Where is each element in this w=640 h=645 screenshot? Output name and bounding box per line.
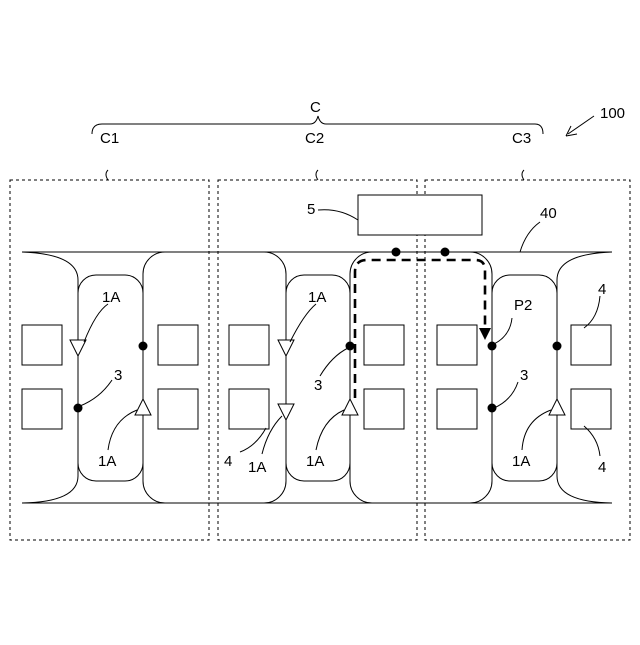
controller-box	[358, 195, 482, 235]
station-label: 4	[224, 453, 232, 470]
leader-1a	[316, 410, 344, 450]
leader-4	[584, 296, 600, 328]
leader-1a	[108, 410, 137, 450]
station-box	[22, 325, 62, 365]
sensor-label: 1A	[102, 289, 120, 306]
station-box	[364, 389, 404, 429]
cell-label-c2: C2	[305, 130, 324, 147]
station-box	[571, 389, 611, 429]
station-label: 4	[598, 459, 606, 476]
leader-3	[494, 382, 518, 408]
station-box	[22, 389, 62, 429]
sensor-triangle-up	[549, 399, 565, 415]
station-box	[158, 325, 198, 365]
sensor-label: 1A	[248, 459, 266, 476]
branch-label: 3	[520, 367, 528, 384]
branch-dot	[553, 342, 562, 351]
station-box	[158, 389, 198, 429]
rail-dot	[441, 248, 450, 257]
branch-dot	[74, 404, 83, 413]
station-label: 4	[598, 281, 606, 298]
leader-3	[320, 348, 348, 376]
leader-4	[240, 428, 266, 452]
sensor-label: 1A	[306, 453, 324, 470]
loop-left-arc-1	[22, 252, 78, 503]
leader-c2	[316, 170, 318, 180]
system-label: 100	[600, 105, 625, 122]
leader-4	[584, 426, 600, 456]
rail-dot	[392, 248, 401, 257]
path-label: 40	[540, 205, 557, 222]
leader-1a	[290, 304, 316, 342]
controller-leader	[318, 210, 358, 220]
path-leader	[520, 222, 540, 252]
branch-dot	[139, 342, 148, 351]
system-arrow-line	[568, 116, 594, 134]
station-box	[229, 389, 269, 429]
group-label: C	[310, 99, 321, 116]
sensor-label: 1A	[512, 453, 530, 470]
station-box	[437, 325, 477, 365]
station-box	[437, 389, 477, 429]
leader-1a	[522, 410, 551, 450]
station-box	[229, 325, 269, 365]
branch-label: 3	[114, 367, 122, 384]
sensor-triangle-up	[342, 399, 358, 415]
sensor-label: 1A	[98, 453, 116, 470]
leader-1a	[84, 304, 108, 342]
sensor-triangle-down	[278, 340, 294, 356]
cell-label-c3: C3	[512, 130, 531, 147]
station-box	[571, 325, 611, 365]
cell-label-c1: C1	[100, 130, 119, 147]
leader-3	[80, 380, 112, 406]
sensor-label: 1A	[308, 289, 326, 306]
loop-outer-c2c3	[350, 252, 492, 503]
leader-c1	[106, 170, 108, 180]
station-box	[364, 325, 404, 365]
sensor-triangle-down	[70, 340, 86, 356]
leader-p2	[494, 318, 512, 344]
leader-c3	[522, 170, 524, 180]
route-arrow-head	[479, 328, 491, 340]
position-label: P2	[514, 297, 532, 314]
branch-label: 3	[314, 377, 322, 394]
controller-label: 5	[307, 201, 315, 218]
sensor-triangle-up	[135, 399, 151, 415]
